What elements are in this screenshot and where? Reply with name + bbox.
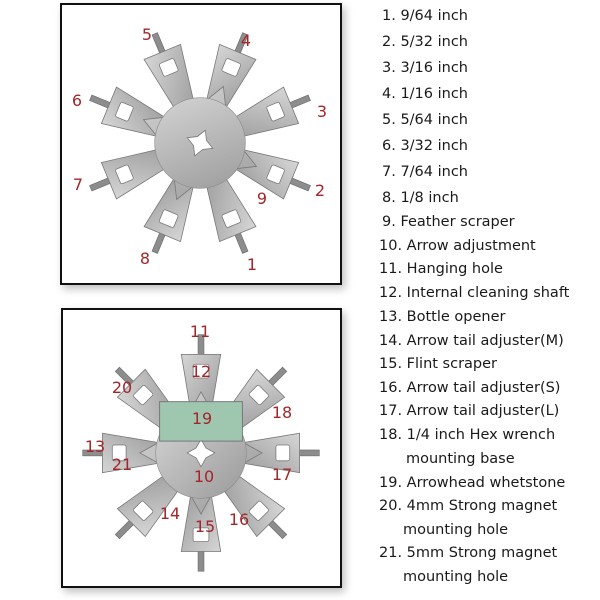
label-6: 6 [71, 91, 83, 110]
legend-item-2: 2. 5/32 inch [382, 34, 468, 50]
legend-item-21-cont: mounting hole [403, 569, 509, 585]
tool-arm [232, 86, 311, 138]
label-21: 21 [111, 455, 133, 474]
tool-arm [180, 491, 222, 572]
star-cutout [186, 129, 214, 157]
legend-item-11: 11. Hanging hole [379, 261, 503, 277]
hex-bit [197, 549, 205, 572]
label-8: 8 [139, 249, 151, 268]
label-14: 14 [159, 504, 181, 523]
label-5: 5 [141, 25, 153, 44]
label-7: 7 [72, 175, 84, 194]
label-10: 10 [193, 467, 215, 486]
label-11: 11 [189, 322, 211, 341]
legend-item-7: 7. 7/64 inch [382, 164, 468, 180]
legend-item-6: 6. 3/32 inch [382, 138, 468, 154]
label-1: 1 [246, 255, 258, 274]
tool-arm [114, 473, 181, 540]
label-15: 15 [194, 517, 216, 536]
label-18: 18 [271, 403, 293, 422]
legend-item-5: 5. 5/64 inch [382, 112, 468, 128]
tool-arm [240, 432, 320, 474]
label-4: 4 [240, 31, 252, 50]
legend-item-18-cont: mounting base [406, 451, 515, 467]
legend-item-20-cont: mounting hole [403, 522, 509, 538]
tool-arm [89, 148, 168, 200]
legend-item-20: 20. 4mm Strong magnet [379, 498, 558, 514]
top-tool-photo-panel: 5 4 6 3 7 2 9 8 1 [60, 3, 342, 285]
label-19: 19 [191, 409, 213, 428]
snowflake-tool-back-image [82, 334, 320, 572]
legend-item-19: 19. Arrowhead whetstone [379, 475, 566, 491]
legend-item-12: 12. Internal cleaning shaft [379, 285, 570, 301]
tool-arm [143, 32, 195, 111]
legend-item-13: 13. Bottle opener [379, 309, 506, 325]
legend-item-4: 4. 1/16 inch [382, 86, 468, 102]
label-12: 12 [190, 362, 212, 381]
star-cutout [186, 438, 216, 468]
label-9: 9 [256, 189, 268, 208]
legend-item-1: 1. 9/64 inch [382, 8, 468, 24]
legend-item-3: 3. 3/16 inch [382, 60, 468, 76]
legend-item-18: 18. 1/4 inch Hex wrench [379, 427, 556, 443]
legend-item-14: 14. Arrow tail adjuster(M) [379, 333, 564, 349]
label-2: 2 [314, 181, 326, 200]
legend-item-9: 9. Feather scraper [382, 214, 515, 230]
bottom-tool-photo-panel: 11 12 20 19 18 13 21 10 17 14 15 16 [61, 308, 342, 588]
tool-arm [205, 175, 257, 254]
label-20: 20 [111, 378, 133, 397]
label-13: 13 [84, 437, 106, 456]
snowflake-tool-front-image [89, 32, 311, 254]
hex-bit [297, 449, 320, 457]
label-3: 3 [316, 102, 328, 121]
label-17: 17 [271, 465, 293, 484]
legend-item-17: 17. Arrow tail adjuster(L) [379, 403, 560, 419]
tool-arm [82, 432, 162, 474]
legend-item-21: 21. 5mm Strong magnet [379, 545, 558, 561]
legend-item-10: 10. Arrow adjustment [379, 238, 536, 254]
label-16: 16 [228, 510, 250, 529]
legend-item-15: 15. Flint scraper [379, 356, 498, 372]
whetstone [159, 401, 243, 442]
legend-item-8: 8. 1/8 inch [382, 190, 459, 206]
legend-item-16: 16. Arrow tail adjuster(S) [379, 380, 561, 396]
tool-arm [221, 473, 288, 540]
